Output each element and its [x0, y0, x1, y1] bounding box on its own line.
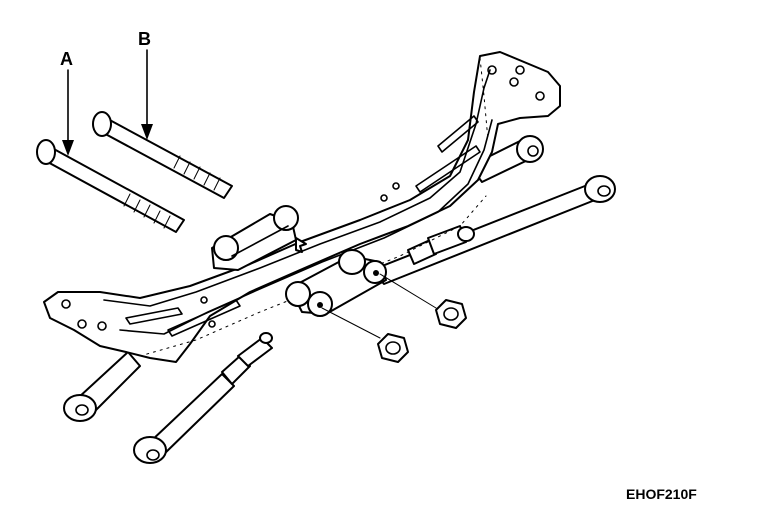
lower-arm-left [63, 351, 141, 422]
lateral-link-left [133, 332, 273, 464]
figure-code: EHOF210F [626, 486, 697, 502]
callout-label-a: A [60, 49, 73, 69]
upper-arm-right [469, 135, 544, 183]
lower-arm-right [371, 175, 616, 285]
bracket-front [285, 249, 387, 317]
nut-upper [435, 299, 467, 329]
bolt-a [36, 139, 185, 233]
nut-upper-leader [379, 273, 437, 309]
nut-lower [377, 333, 409, 363]
callout-label-b: B [138, 29, 151, 49]
rear-crossmember [43, 51, 561, 363]
callout-a-arrow [62, 69, 74, 156]
bracket-rear [211, 205, 299, 271]
nut-lower-leader [321, 307, 381, 339]
callout-b-arrow [141, 49, 153, 140]
bolt-b [92, 111, 233, 199]
